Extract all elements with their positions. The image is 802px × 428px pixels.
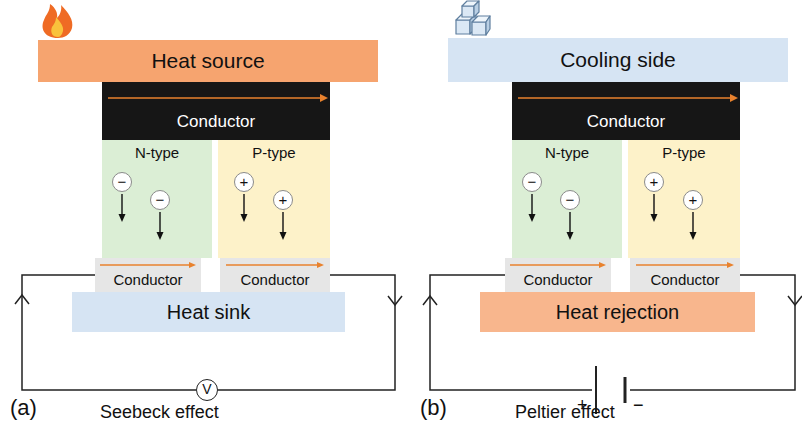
battery-polarity: + — [577, 396, 588, 416]
p-type-leg: P-type++ — [218, 140, 330, 258]
node-label: N-type — [545, 145, 589, 162]
node-label: Conductor — [177, 113, 255, 132]
panel-caption: Peltier effect — [515, 403, 615, 423]
bottom-conductor: Conductor — [220, 258, 330, 292]
fire-icon — [43, 4, 73, 38]
node-label: Conductor — [240, 272, 309, 289]
top-conductor: Conductor — [102, 82, 330, 140]
node-label: Conductor — [587, 113, 665, 132]
panel-letter: (b) — [420, 396, 447, 420]
heat-source-plate: Heat source — [38, 40, 378, 82]
node-label: Heat source — [151, 49, 264, 72]
node-label: P-type — [662, 145, 705, 162]
battery-polarity: − — [633, 396, 644, 416]
node-label: P-type — [252, 145, 295, 162]
heat-sink-plate: Heat sink — [72, 292, 345, 332]
node-label: + — [689, 192, 698, 209]
charge-carrier: − — [150, 190, 170, 210]
p-type-leg: P-type++ — [628, 140, 740, 258]
current-arrow — [100, 94, 738, 268]
node-label: + — [240, 174, 249, 191]
heat-rejection-plate: Heat rejection — [480, 292, 755, 332]
node-label: Conductor — [523, 272, 592, 289]
node-label: + — [279, 192, 288, 209]
panel-letter: (a) — [10, 396, 37, 420]
charge-carrier: − — [560, 190, 580, 210]
peltier-circuit-wire — [423, 275, 802, 390]
ice-icon — [456, 1, 490, 35]
node-label: − — [156, 192, 165, 209]
node-label: Heat sink — [167, 301, 250, 323]
node-label: − — [528, 174, 537, 191]
bottom-conductor: Conductor — [630, 258, 740, 292]
voltmeter: V — [196, 379, 218, 401]
carrier-motion-arrow — [119, 194, 697, 240]
charge-carrier: + — [273, 190, 293, 210]
bottom-conductor: Conductor — [505, 258, 611, 292]
node-label: Conductor — [113, 272, 182, 289]
node-label: N-type — [135, 145, 179, 162]
node-label: Heat rejection — [556, 301, 679, 323]
charge-carrier: − — [522, 172, 542, 192]
charge-carrier: + — [683, 190, 703, 210]
charge-carrier: + — [644, 172, 664, 192]
bottom-conductor: Conductor — [95, 258, 201, 292]
node-label: Conductor — [650, 272, 719, 289]
n-type-leg: N-type−− — [512, 140, 622, 258]
node-label: V — [202, 382, 211, 397]
node-label: − — [566, 192, 575, 209]
cold-plate: Cooling side — [448, 38, 788, 82]
node-label: + — [650, 174, 659, 191]
charge-carrier: − — [112, 172, 132, 192]
top-conductor: Conductor — [512, 82, 740, 140]
n-type-leg: N-type−− — [102, 140, 212, 258]
node-label: Cooling side — [560, 48, 676, 71]
panel-caption: Seebeck effect — [100, 403, 219, 423]
charge-carrier: + — [234, 172, 254, 192]
node-label: − — [118, 174, 127, 191]
